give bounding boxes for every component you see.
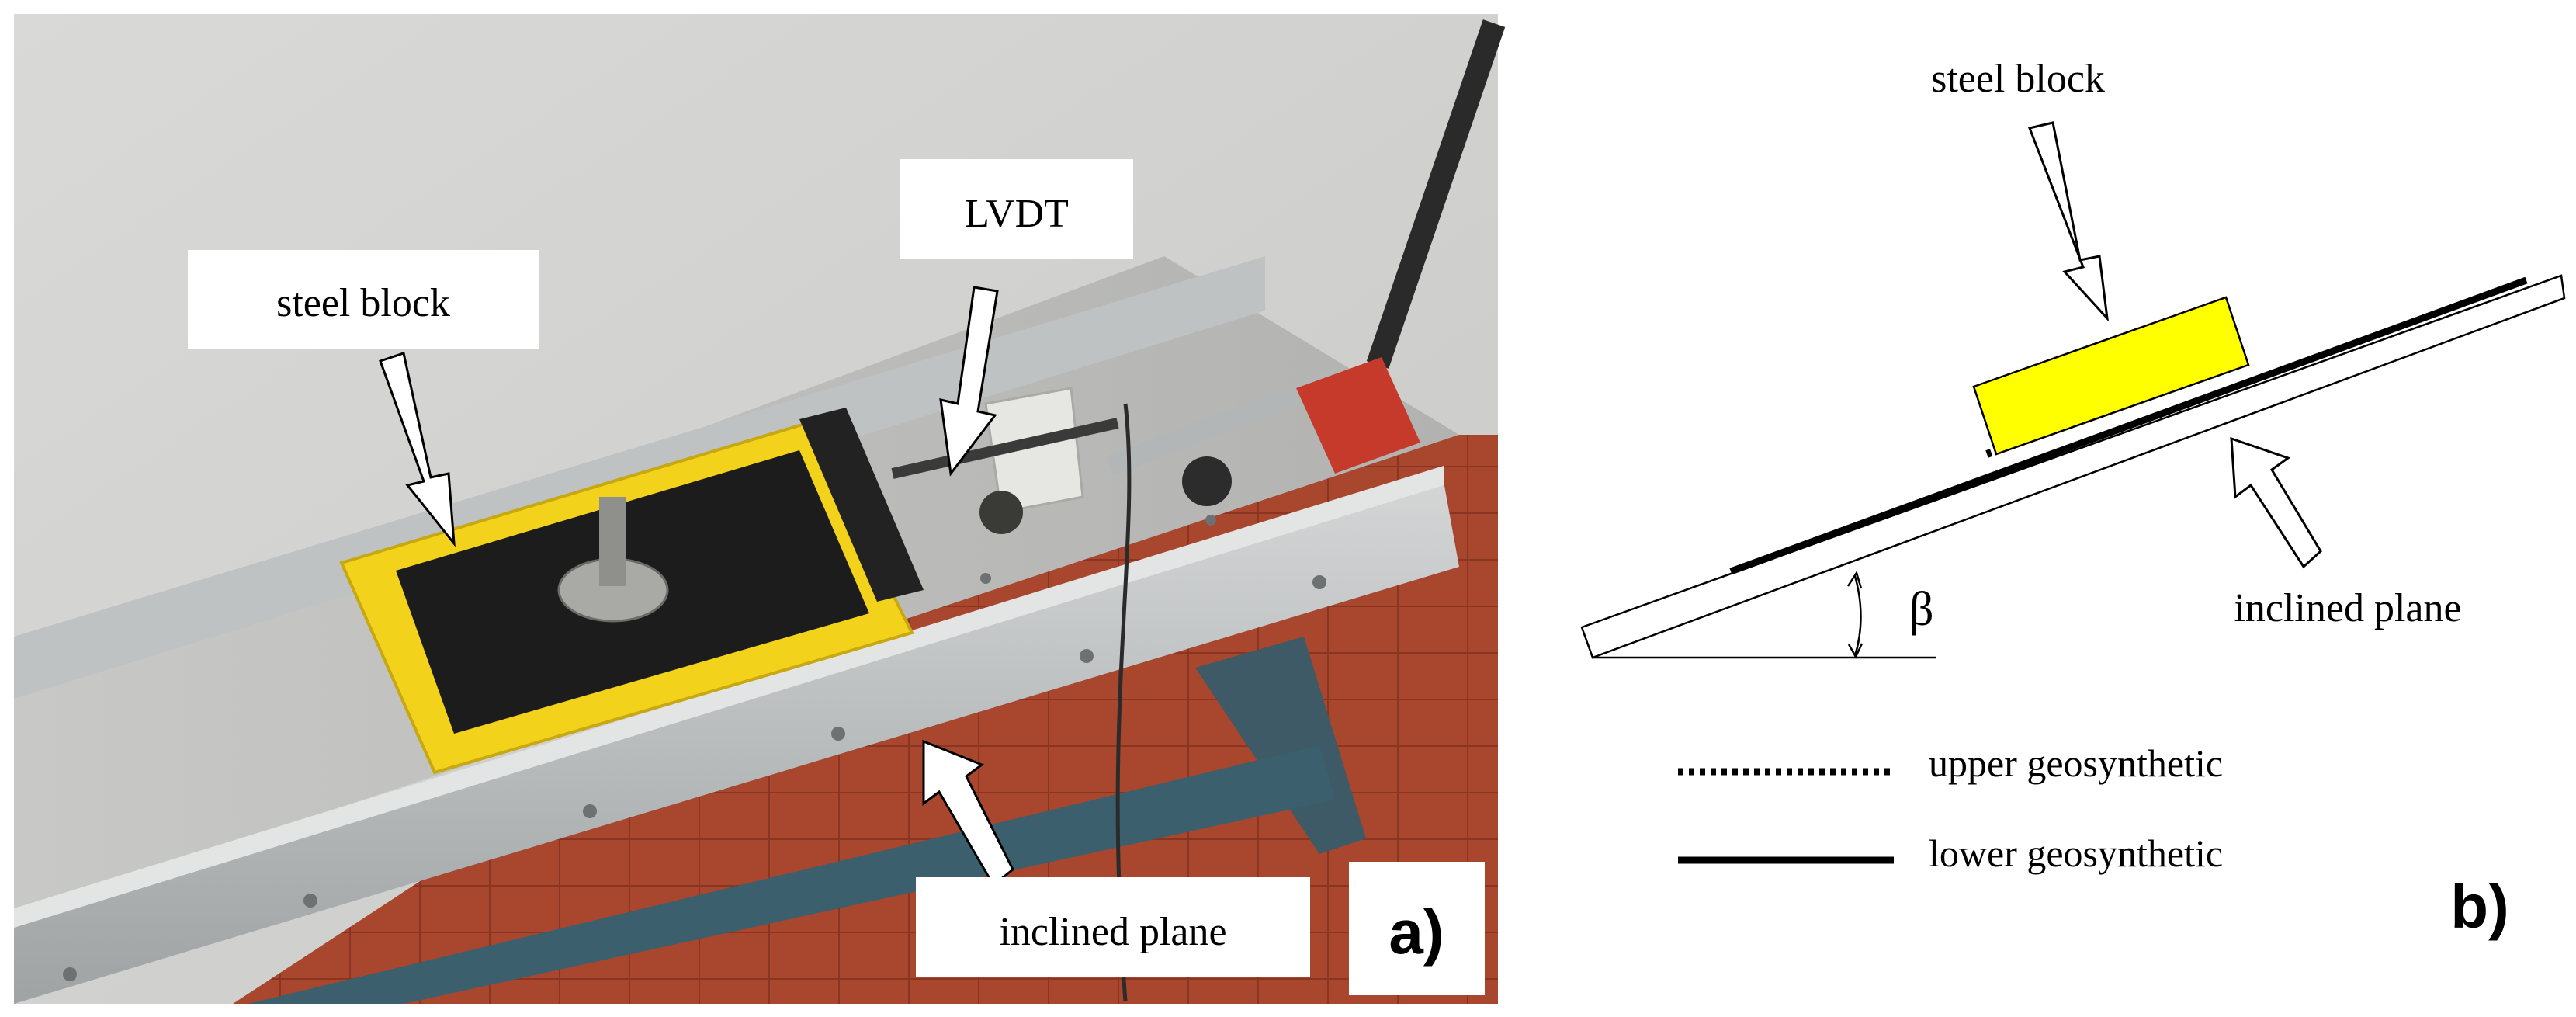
panel-a-tag-box: a) bbox=[1349, 862, 1485, 995]
diagram-inclined-plane-label: inclined plane bbox=[2234, 586, 2461, 630]
panel-a-tag: a) bbox=[1389, 897, 1444, 967]
panel-a-callout-lvdt: LVDT bbox=[900, 159, 1133, 259]
photo-lvdt-arm bbox=[1106, 370, 1339, 476]
panel-a-photo bbox=[14, 14, 1506, 1004]
angle-beta-arc bbox=[1853, 575, 1862, 657]
callout-lvdt-label: LVDT bbox=[965, 192, 1069, 236]
photo-magnetic-base bbox=[1296, 357, 1420, 474]
callout-steel-block-arrow bbox=[379, 352, 456, 547]
legend-lower-geosynthetic-label: lower geosynthetic bbox=[1929, 831, 2223, 875]
photo-lvdt-rod bbox=[891, 418, 1119, 479]
legend: upper geosynthetic lower geosynthetic bbox=[1678, 741, 2223, 875]
lower-geosynthetic-line bbox=[1729, 276, 2528, 575]
panel-b-schematic: β bbox=[1580, 274, 2566, 659]
photo-clamp-knob bbox=[979, 491, 1023, 534]
callout-steel-block-label: steel block bbox=[276, 281, 450, 325]
photo-steel-block-end-cap bbox=[799, 408, 924, 602]
inclined-plane-slab bbox=[1580, 274, 2566, 659]
photo-aluminium-rail-top bbox=[14, 466, 1444, 928]
callout-inclined-plane-arrow bbox=[922, 739, 1014, 887]
panel-a-callout-steel-block: steel block bbox=[188, 250, 539, 349]
legend-upper-geosynthetic-label: upper geosynthetic bbox=[1929, 741, 2223, 785]
diagram-steel-block-arrow bbox=[2027, 121, 2110, 322]
diagram-steel-block-label: steel block bbox=[1931, 57, 2105, 101]
callout-lvdt-arrow bbox=[939, 286, 999, 477]
angle-beta-arrowhead-bottom bbox=[1847, 643, 1864, 659]
photo-lvdt-knob bbox=[1182, 456, 1232, 506]
angle-beta-label: β bbox=[1909, 583, 1934, 636]
diagram-inclined-plane-arrow bbox=[2230, 436, 2322, 569]
panel-a-callout-inclined-plane: inclined plane bbox=[916, 877, 1310, 977]
photo-lvdt-holder bbox=[984, 387, 1084, 514]
photo-pole bbox=[1366, 19, 1506, 369]
photo-load-stud bbox=[599, 497, 626, 586]
callout-inclined-plane-label: inclined plane bbox=[999, 910, 1226, 954]
panel-b-tag: b) bbox=[2450, 872, 2509, 941]
photo-aluminium-rail bbox=[14, 481, 1459, 1004]
photo-blue-beam bbox=[248, 745, 1335, 1004]
angle-beta-arrowhead-top bbox=[1846, 571, 1863, 589]
steel-block-shape bbox=[1972, 296, 2250, 456]
